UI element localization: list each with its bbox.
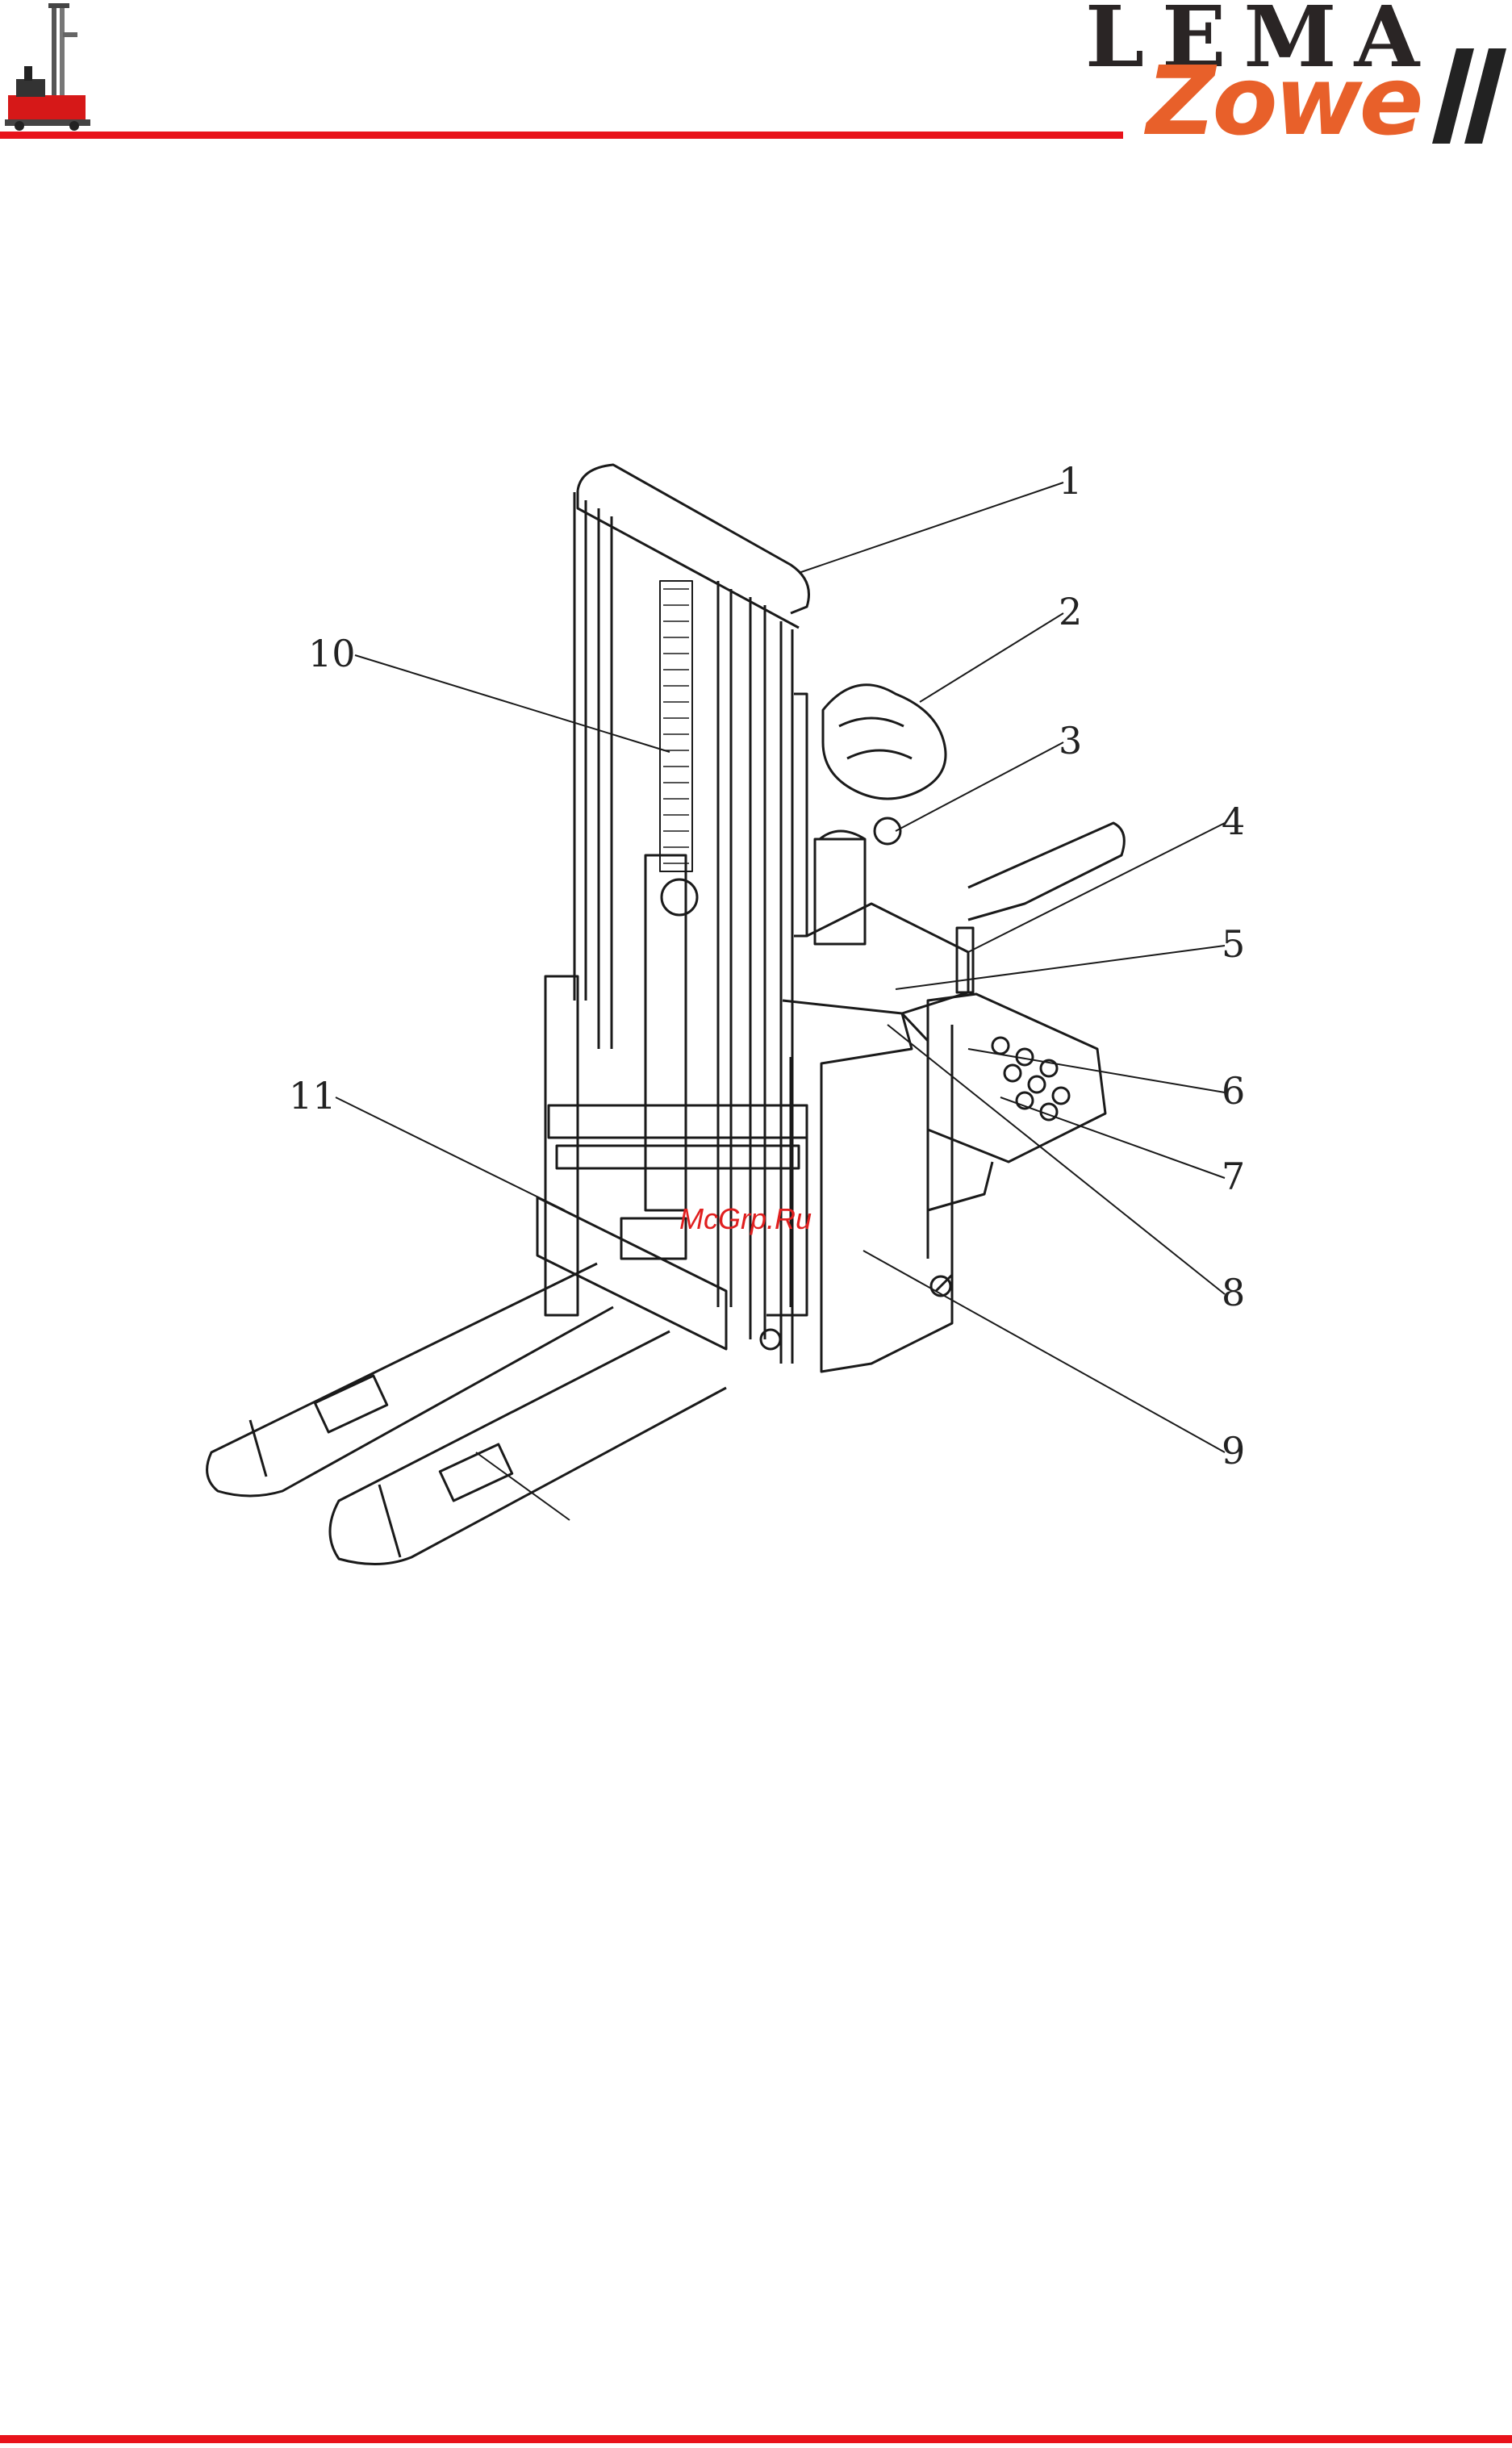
stacker-drawing bbox=[207, 465, 1125, 1564]
callout-4: 4 bbox=[1222, 800, 1245, 843]
callout-8: 8 bbox=[1222, 1271, 1245, 1314]
footer-rule bbox=[0, 2435, 1512, 2443]
watermark: McGrp.Ru bbox=[679, 1202, 812, 1236]
callout-2: 2 bbox=[1059, 590, 1082, 633]
callout-10: 10 bbox=[308, 632, 356, 675]
callout-9: 9 bbox=[1222, 1429, 1245, 1473]
callout-3: 3 bbox=[1059, 719, 1082, 762]
callout-6: 6 bbox=[1222, 1069, 1245, 1113]
callout-11: 11 bbox=[289, 1074, 336, 1117]
callout-5: 5 bbox=[1222, 922, 1245, 966]
callout-7: 7 bbox=[1222, 1155, 1245, 1198]
callout-1: 1 bbox=[1059, 459, 1082, 503]
